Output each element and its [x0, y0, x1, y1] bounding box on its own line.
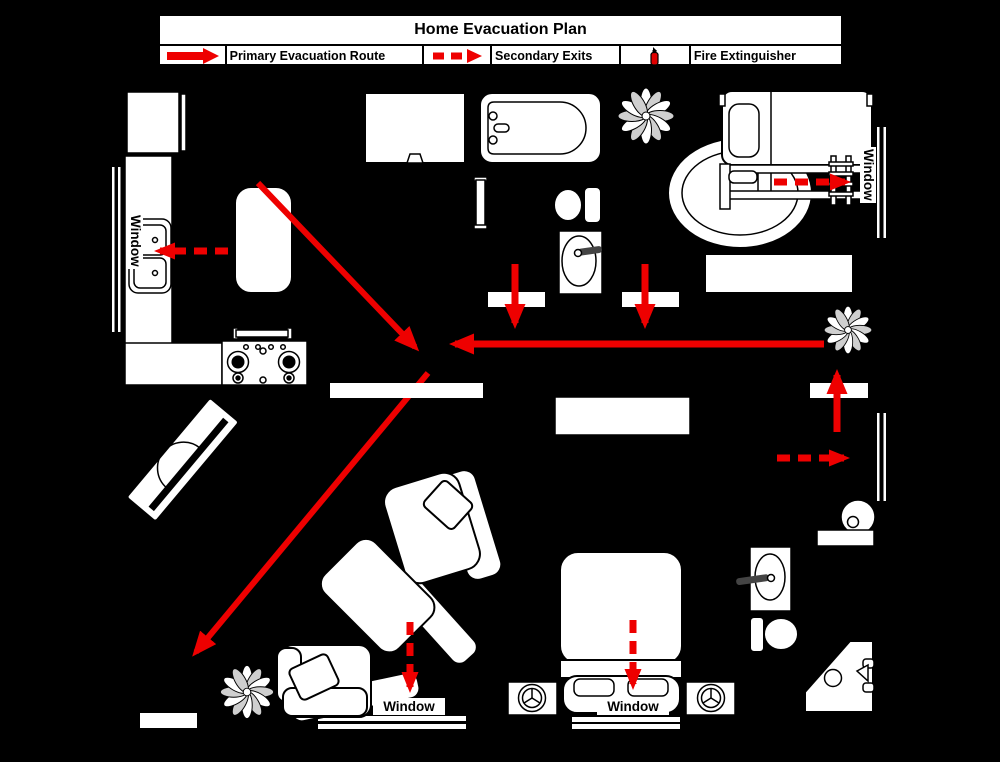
nightstand-right — [685, 681, 736, 716]
window-label-living: Window — [373, 698, 445, 715]
sofa-pillow-top — [422, 480, 474, 530]
window-wall-left — [112, 167, 121, 332]
kitchen-island-table — [234, 186, 293, 294]
legend-secondary-label: Secondary Exits — [492, 46, 622, 66]
plant-right — [823, 305, 873, 355]
window-sill-living — [318, 716, 466, 729]
toilet-top — [553, 186, 602, 224]
legend-primary-icon-cell — [160, 46, 227, 66]
page-title: Home Evacuation Plan — [160, 16, 841, 46]
toilet-bottom — [749, 616, 799, 653]
sink-vanity-bottom — [736, 546, 792, 612]
sofa-table — [330, 383, 483, 398]
sofa-pillow-bottom — [288, 653, 340, 701]
hall-table — [554, 396, 691, 436]
window-label-master: Window — [597, 698, 669, 715]
legend-row: Primary Evacuation Route Secondary Exits… — [160, 46, 841, 66]
bed-pillow-right — [627, 678, 669, 697]
dresser — [704, 251, 854, 294]
sink-vanity-top — [558, 230, 603, 295]
sectional-sofa — [276, 469, 503, 723]
primary-route-kitchen-to-hall — [255, 180, 420, 352]
bottom-left-door — [140, 713, 197, 728]
plant-bottom-left — [219, 664, 275, 720]
bunk-bed — [718, 90, 874, 210]
bathroom-door — [473, 176, 488, 230]
legend-secondary-icon-cell — [424, 46, 493, 66]
legend-box: Home Evacuation Plan Primary Evacuation … — [158, 14, 843, 66]
legend-extinguisher-label: Fire Extinguisher — [693, 49, 796, 63]
fire-extinguisher-icon — [650, 47, 659, 66]
bathtub — [479, 92, 602, 164]
master-bed — [559, 551, 683, 714]
corner-tv-stand — [126, 397, 239, 522]
window-sill-master — [572, 717, 680, 729]
bedroom-door-step — [660, 295, 679, 307]
plant-top — [617, 87, 675, 145]
evacuation-routes — [154, 173, 851, 693]
legend-primary-label: Primary Evacuation Route — [227, 46, 425, 66]
primary-route-to-bottom-left — [192, 371, 431, 657]
washer — [816, 499, 876, 547]
legend-extinguisher-icon-cell — [621, 46, 691, 66]
stove — [221, 327, 308, 386]
secondary-exit-arrow-icon — [433, 49, 483, 63]
window-label-bedroom-right: Window — [860, 147, 876, 203]
nightstand-left — [507, 681, 558, 716]
wall-right-middle — [877, 413, 886, 501]
corner-shower — [804, 640, 875, 713]
shower-closet — [364, 92, 466, 164]
wall-right-upper — [877, 127, 886, 238]
primary-route-arrow-icon — [167, 48, 220, 64]
refrigerator — [126, 91, 187, 154]
bed-pillow-left — [573, 678, 615, 697]
window-label-kitchen: Window — [127, 213, 143, 269]
